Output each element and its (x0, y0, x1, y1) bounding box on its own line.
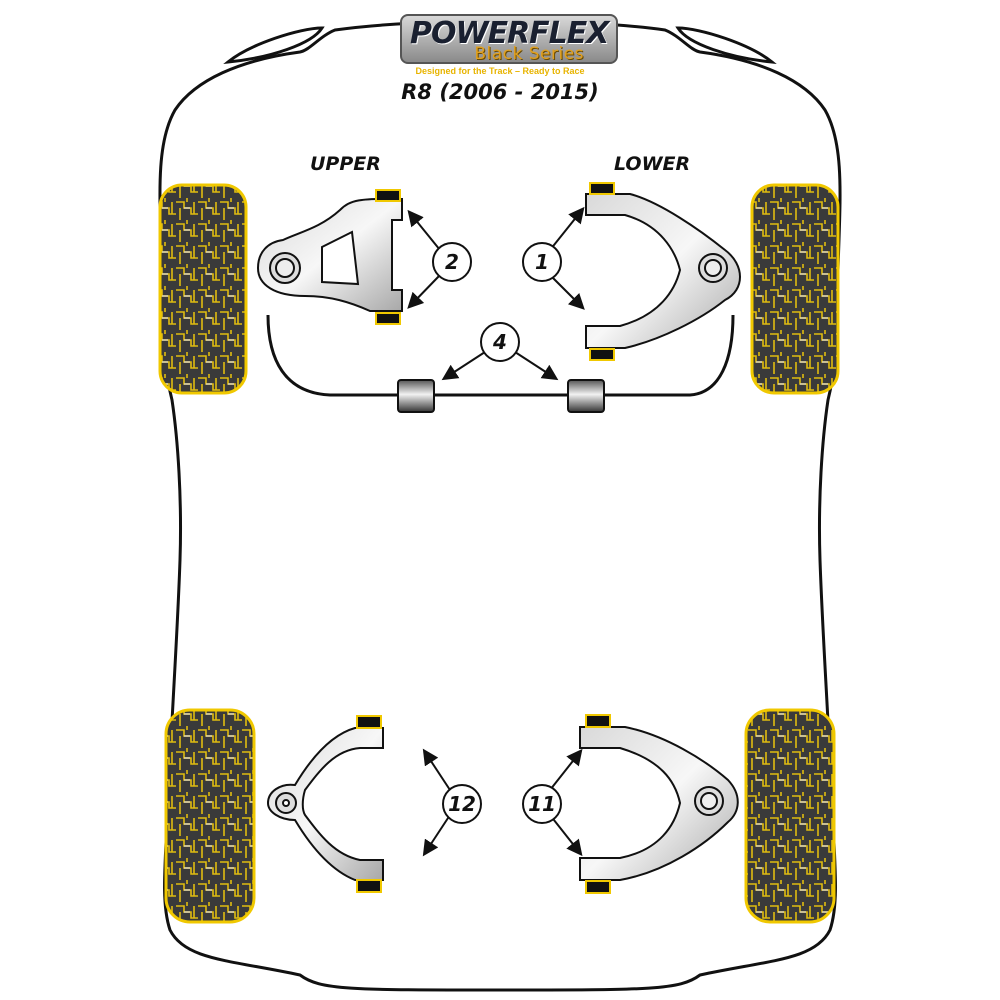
rear-right-arm (579, 714, 739, 894)
callout-12[interactable]: 12 (442, 784, 482, 824)
label-upper: UPPER (310, 153, 381, 175)
brand-logo: POWERFLEX Black Series Designed for the … (400, 14, 619, 76)
anti-roll-bar-bush-right (567, 379, 605, 413)
tire-rear-left (164, 708, 256, 924)
brand-tagline: Designed for the Track – Ready to Race (415, 66, 585, 76)
brand-series: Black Series (474, 44, 585, 64)
rear-left-arm (266, 715, 384, 893)
model-title: R8 (2006 - 2015) (401, 80, 599, 104)
tire-rear-right (744, 708, 836, 924)
tire-front-left (158, 183, 248, 395)
callout-arrows (407, 206, 585, 857)
label-lower: LOWER (614, 153, 691, 175)
tire-front-right (750, 183, 840, 395)
car-body-outline (158, 19, 842, 992)
callout-11[interactable]: 11 (522, 784, 562, 824)
callout-4[interactable]: 4 (480, 322, 520, 362)
anti-roll-bar (266, 314, 735, 413)
brand-badge: POWERFLEX Black Series (400, 14, 619, 64)
front-upper-arm (256, 189, 403, 325)
brand-name: POWERFLEX (410, 16, 609, 51)
callout-1[interactable]: 1 (522, 242, 562, 282)
anti-roll-bar-bush-left (397, 379, 435, 413)
callout-2[interactable]: 2 (432, 242, 472, 282)
front-lower-arm (585, 182, 741, 361)
